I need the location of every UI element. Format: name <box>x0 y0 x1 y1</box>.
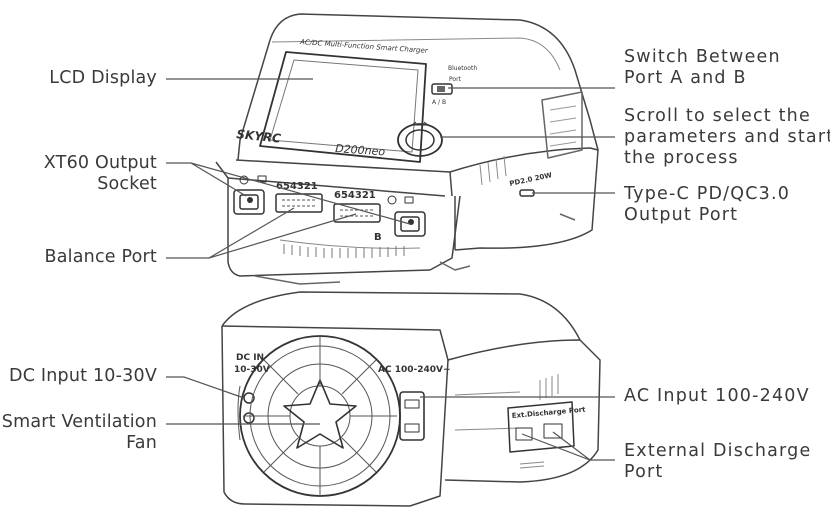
ac-in-label: AC 100-240V~ <box>378 365 451 375</box>
label-dc-input: DC Input 10-30V <box>9 366 157 387</box>
label-typec-line1: Type-C PD/QC3.0 <box>624 184 791 204</box>
label-smart-fan: Smart Ventilation Fan <box>2 412 157 454</box>
charger-front-view <box>215 13 599 285</box>
device-brand-text: SKYRC <box>236 127 282 146</box>
label-switch-line2: Port A and B <box>624 68 747 88</box>
label-lcd-display-text: LCD Display <box>49 68 157 88</box>
label-ac-input-text: AC Input 100-240V <box>624 386 810 406</box>
dc-in-label-2: 10-30V <box>234 365 270 375</box>
pd-badge-label: PD2.0 20W <box>509 171 553 188</box>
port-b-letter: B <box>374 232 382 243</box>
label-dc-input-text: DC Input 10-30V <box>9 366 157 386</box>
balance-a-label: 654321 <box>276 181 318 192</box>
balance-b-label: 654321 <box>334 190 376 201</box>
leader-balance-b <box>208 213 357 259</box>
dc-in-label-1: DC IN <box>236 353 264 363</box>
device-bluetooth-text: Bluetooth <box>448 65 477 72</box>
label-balance-port-text: Balance Port <box>44 247 157 267</box>
label-xt60-line1: XT60 Output <box>43 153 157 173</box>
label-xt60-line2: Socket <box>97 174 157 194</box>
label-balance-port: Balance Port <box>45 247 157 268</box>
label-smart-fan-line1: Smart Ventilation <box>1 412 157 432</box>
label-typec-output: Type-C PD/QC3.0 Output Port <box>624 184 790 226</box>
label-scroll-line1: Scroll to select the <box>624 106 811 126</box>
label-typec-line2: Output Port <box>624 205 739 225</box>
port-switch-label: Port <box>449 76 462 83</box>
port-switch-sub-label: A / B <box>432 99 446 106</box>
label-ext-line2: Port <box>624 462 664 482</box>
leader-dc <box>166 376 245 399</box>
label-ac-input: AC Input 100-240V <box>624 386 810 407</box>
leader-lines <box>166 78 615 461</box>
label-switch-ports: Switch Between Port A and B <box>624 47 781 89</box>
leader-xt60-b <box>190 162 411 225</box>
label-xt60-output: XT60 Output Socket <box>44 153 157 195</box>
label-smart-fan-line2: Fan <box>126 433 157 453</box>
leader-balance <box>166 207 295 259</box>
label-external-discharge: External Discharge Port <box>624 441 811 483</box>
leader-ext-b <box>552 431 591 461</box>
label-switch-line1: Switch Between <box>624 47 781 67</box>
label-scroll-select: Scroll to select the parameters and star… <box>624 106 830 169</box>
label-lcd-display: LCD Display <box>49 68 157 89</box>
label-scroll-line2: parameters and start <box>624 127 830 147</box>
charger-rear-view <box>221 291 601 507</box>
label-ext-line1: External Discharge <box>624 441 812 461</box>
device-model-text: D200neo <box>335 142 386 158</box>
ext-discharge-label: Ext.Discharge Port <box>511 406 586 420</box>
label-scroll-line3: the process <box>624 148 739 168</box>
